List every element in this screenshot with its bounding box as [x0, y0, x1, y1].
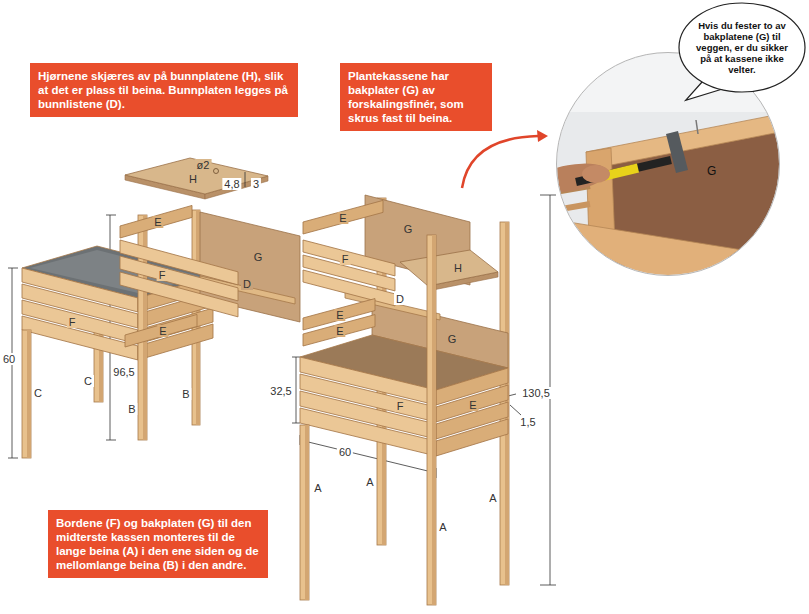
- part-label: D: [241, 278, 253, 290]
- bottom-box-right: [300, 335, 508, 456]
- label-anchor: G: [252, 247, 265, 265]
- dimension-lines-right: [292, 195, 556, 585]
- part-label: 96,5: [111, 366, 136, 378]
- part-label: G: [252, 251, 265, 263]
- label-anchor: B: [126, 399, 137, 417]
- part-label: C: [82, 375, 94, 387]
- bubble-text: Hvis du fester to av bakplatene (G) til …: [696, 20, 788, 75]
- part-label: F: [395, 400, 406, 412]
- label-anchor: 32,5: [268, 381, 293, 399]
- label-anchor: 96,5: [111, 362, 136, 380]
- label-anchor: 60: [337, 442, 353, 460]
- bottom-plate-h: [125, 158, 268, 199]
- label-anchor: E: [157, 321, 168, 339]
- part-label: 60: [1, 353, 17, 365]
- part-label: 1,5: [518, 416, 537, 428]
- label-anchor: F: [157, 265, 168, 283]
- label-anchor: D: [241, 274, 253, 292]
- label-anchor: A: [364, 472, 375, 490]
- part-label: F: [340, 253, 351, 265]
- label-anchor: 1,5: [518, 412, 537, 430]
- label-anchor: G: [446, 329, 459, 347]
- part-label: E: [152, 216, 163, 228]
- part-label: G: [402, 223, 415, 235]
- callout-box: Bordene (F) og bakplaten (G) til den mid…: [48, 510, 268, 578]
- label-anchor: E: [152, 212, 163, 230]
- label-anchor: A: [312, 478, 323, 496]
- part-label: H: [452, 262, 464, 274]
- part-label: A: [437, 521, 448, 533]
- label-anchor: 4,8: [222, 174, 241, 192]
- label-anchor: A: [487, 488, 498, 506]
- part-label: A: [364, 476, 375, 488]
- callout-text: Hjørnene skjæres av på bunnplatene (H), …: [38, 69, 290, 111]
- exploded-top-parts: [303, 200, 498, 346]
- label-anchor: E: [334, 305, 345, 323]
- label-anchor: 130,5: [520, 383, 552, 401]
- label-anchor: F: [340, 249, 351, 267]
- part-label: E: [337, 212, 348, 224]
- bubble-ellipse: [679, 3, 805, 92]
- part-label: H: [187, 173, 199, 185]
- label-anchor: G: [402, 219, 415, 237]
- callout-box: Plantekassene har bakplater (G) av forsk…: [340, 63, 492, 131]
- label-anchor: B: [180, 384, 191, 402]
- part-label: F: [157, 269, 168, 281]
- part-label: B: [180, 388, 191, 400]
- label-anchor: ø2: [195, 155, 212, 173]
- label-anchor: F: [395, 396, 406, 414]
- part-label: C: [32, 387, 44, 399]
- pointer-arrow: [462, 130, 548, 188]
- part-label: G: [446, 333, 459, 345]
- label-anchor: C: [82, 371, 94, 389]
- label-anchor: E: [337, 208, 348, 226]
- part-label: A: [312, 482, 323, 494]
- callout-text: Bordene (F) og bakplaten (G) til den mid…: [56, 516, 260, 572]
- label-anchor: E: [467, 395, 478, 413]
- part-label: E: [334, 309, 345, 321]
- label-anchor: E: [334, 321, 345, 339]
- part-label: G: [707, 164, 716, 178]
- label-anchor: 3: [251, 174, 261, 192]
- part-label: 3: [251, 178, 261, 190]
- label-anchor: D: [394, 289, 406, 307]
- label-anchor: 60: [1, 349, 17, 367]
- part-label: A: [487, 492, 498, 504]
- callout-box: Hjørnene skjæres av på bunnplatene (H), …: [30, 63, 298, 117]
- part-label: 60: [337, 446, 353, 458]
- part-label: E: [334, 325, 345, 337]
- label-anchor: F: [67, 312, 78, 330]
- callout-text: Plantekassene har bakplater (G) av forsk…: [348, 69, 484, 125]
- label-anchor: H: [187, 169, 199, 187]
- part-label: F: [67, 316, 78, 328]
- part-label: 4,8: [222, 178, 241, 190]
- part-label: 130,5: [520, 387, 552, 399]
- front-legs-right: [300, 235, 436, 605]
- part-label: B: [126, 403, 137, 415]
- part-label: 32,5: [268, 385, 293, 397]
- label-anchor: C: [32, 383, 44, 401]
- part-label: ø2: [195, 159, 212, 171]
- part-label: E: [467, 399, 478, 411]
- part-label: E: [157, 325, 168, 337]
- exploded-middle-box: [120, 205, 300, 347]
- label-anchor: A: [437, 517, 448, 535]
- part-label: D: [394, 293, 406, 305]
- speech-bubble: Hvis du fester to av bakplatene (G) til …: [678, 2, 806, 93]
- label-anchor: H: [452, 258, 464, 276]
